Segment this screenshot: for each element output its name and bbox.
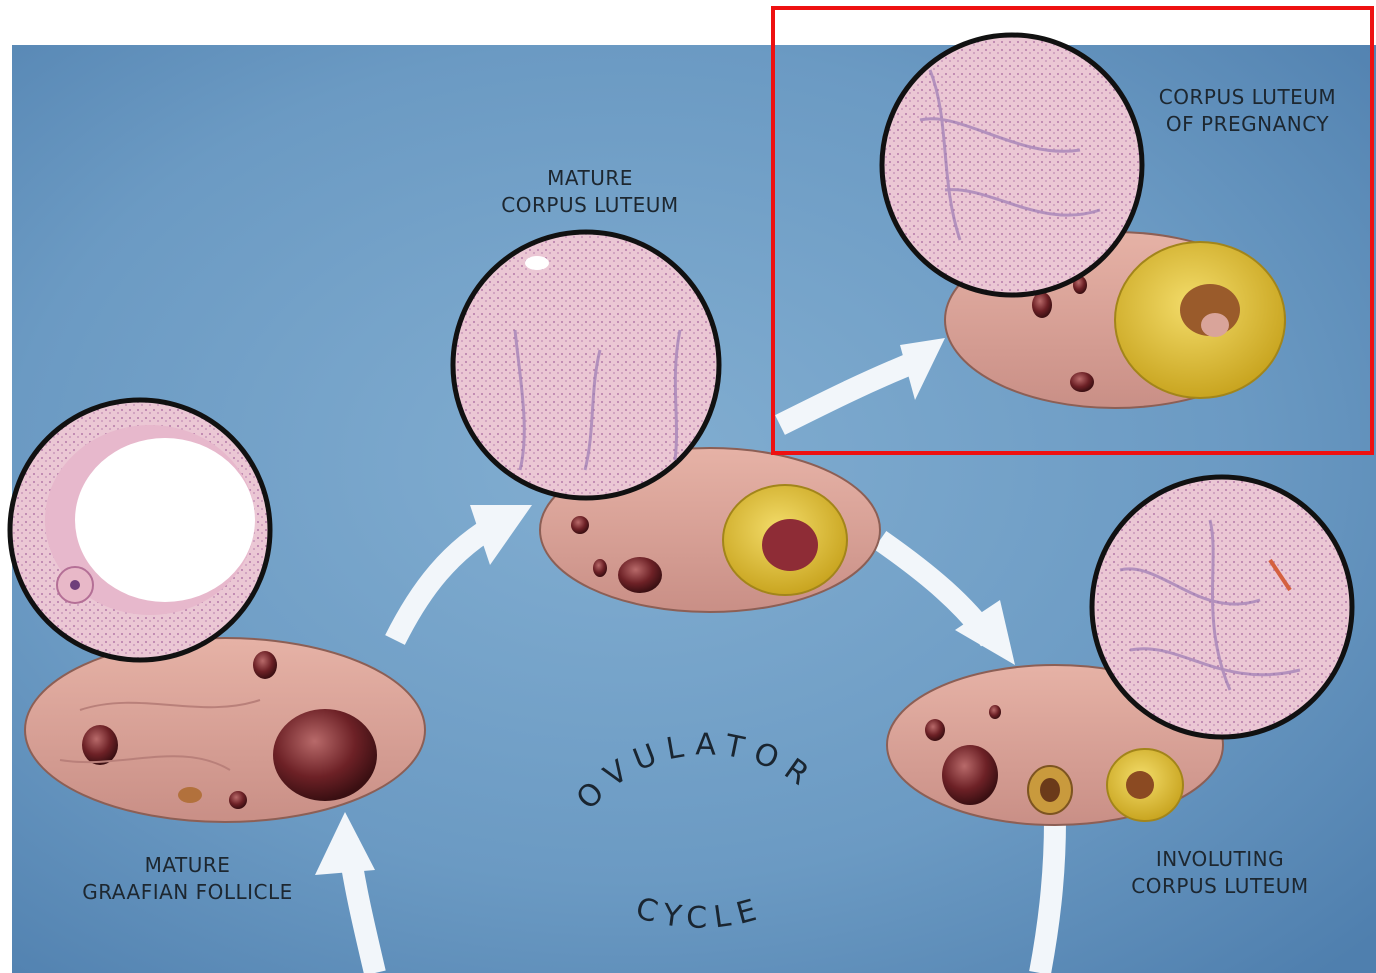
label-line: CORPUS LUTEUM [1110, 873, 1330, 900]
label-line: GRAAFIAN FOLLICLE [60, 879, 315, 906]
micrograph-involuting-corpus-luteum [1092, 477, 1352, 737]
label-involuting-corpus-luteum: INVOLUTING CORPUS LUTEUM [1110, 846, 1330, 900]
label-line: MATURE [60, 852, 315, 879]
label-graafian-follicle: MATURE GRAAFIAN FOLLICLE [60, 852, 315, 906]
highlight-box [771, 6, 1374, 455]
label-line: MATURE [480, 165, 700, 192]
label-line: INVOLUTING [1110, 846, 1330, 873]
micrograph-mature-corpus-luteum [453, 232, 719, 498]
micrograph-graafian-follicle [10, 400, 270, 660]
ovary-graafian-follicle [25, 638, 425, 822]
label-mature-corpus-luteum: MATURE CORPUS LUTEUM [480, 165, 700, 219]
label-line: CORPUS LUTEUM [480, 192, 700, 219]
